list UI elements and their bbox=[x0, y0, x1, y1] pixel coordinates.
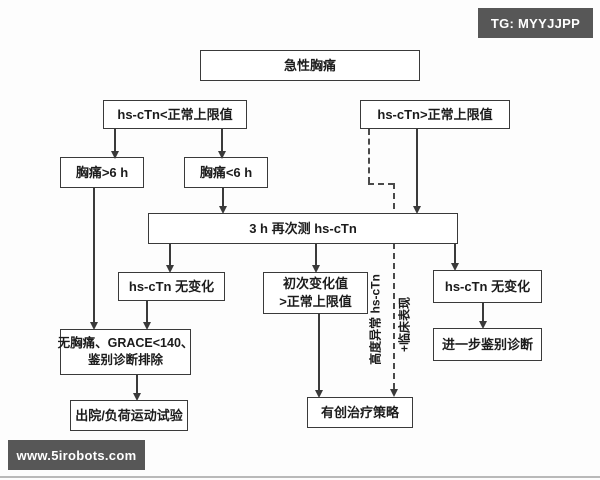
node-initial-change-line1: 初次变化值 bbox=[282, 276, 348, 292]
connector-retest-to-nochange-left bbox=[165, 244, 174, 273]
bottom-divider-line bbox=[0, 476, 600, 478]
node-pain-over-6h-label: 胸痛>6 h bbox=[75, 164, 129, 180]
connector-belowlimit-to-painlt6h bbox=[217, 129, 226, 159]
connector-retest-to-initialchange bbox=[311, 244, 320, 273]
node-hsctn-below-limit-label: hs-cTn<正常上限值 bbox=[117, 106, 233, 122]
node-pain-under-6h-label: 胸痛<6 h bbox=[199, 164, 253, 180]
edge-label-highly-abnormal: 高度异常 hs-cTn bbox=[367, 274, 384, 366]
connector-nochangeright-to-further bbox=[478, 303, 487, 329]
website-watermark-text: www.5irobots.com bbox=[16, 447, 137, 463]
connector-nochangeleft-to-grace bbox=[142, 301, 151, 330]
node-invasive-strategy: 有创治疗策略 bbox=[307, 397, 413, 428]
edge-label-clinical-signs-text: +临床表现 bbox=[397, 297, 412, 353]
node-invasive-strategy-label: 有创治疗策略 bbox=[320, 404, 399, 420]
connector-abovelimit-to-retest bbox=[412, 129, 421, 214]
node-grace-criteria: 无胸痛、GRACE<140、 鉴别诊断排除 bbox=[57, 329, 194, 375]
node-no-change-left: hs-cTn 无变化 bbox=[118, 272, 225, 301]
node-hsctn-above-limit: hs-cTn>正常上限值 bbox=[360, 100, 510, 129]
node-retest-3h-label: 3 h 再次测 hs-cTn bbox=[249, 220, 357, 236]
node-hsctn-below-limit: hs-cTn<正常上限值 bbox=[103, 100, 247, 129]
node-hsctn-above-limit-label: hs-cTn>正常上限值 bbox=[377, 106, 493, 122]
node-initial-change-line2: >正常上限值 bbox=[279, 294, 352, 309]
node-further-differential: 进一步鉴别诊断 bbox=[433, 328, 542, 361]
dashed-connector-horizontal-jog bbox=[368, 183, 394, 185]
dashed-connector-vertical-upper bbox=[368, 129, 370, 183]
connector-initialchange-to-invasive bbox=[314, 314, 323, 398]
node-no-change-right-label: hs-cTn 无变化 bbox=[444, 278, 531, 294]
connector-belowlimit-to-paingt6h bbox=[110, 129, 119, 159]
telegram-watermark-badge: TG: MYYJJPP bbox=[478, 8, 593, 38]
node-further-differential-label: 进一步鉴别诊断 bbox=[441, 336, 533, 352]
node-grace-criteria-line1: 无胸痛、GRACE<140、 bbox=[57, 336, 194, 351]
connector-retest-to-nochange-right bbox=[450, 244, 459, 271]
edge-label-highly-abnormal-text: 高度异常 hs-cTn bbox=[368, 274, 383, 365]
node-acute-chest-pain-label: 急性胸痛 bbox=[283, 57, 336, 73]
node-discharge-stress-test: 出院/负荷运动试验 bbox=[70, 400, 188, 431]
edge-label-clinical-signs: +临床表现 bbox=[396, 292, 413, 358]
node-acute-chest-pain: 急性胸痛 bbox=[200, 50, 420, 81]
node-no-change-left-label: hs-cTn 无变化 bbox=[128, 278, 215, 294]
dashed-connector-vertical-lower bbox=[389, 183, 398, 397]
node-pain-under-6h: 胸痛<6 h bbox=[184, 157, 268, 188]
connector-painlt6h-to-retest bbox=[218, 188, 227, 214]
node-grace-criteria-line2: 鉴别诊断排除 bbox=[87, 353, 163, 367]
node-initial-change: 初次变化值 >正常上限值 bbox=[263, 272, 368, 314]
node-no-change-right: hs-cTn 无变化 bbox=[433, 270, 542, 303]
website-watermark-badge: www.5irobots.com bbox=[8, 440, 145, 470]
node-pain-over-6h: 胸痛>6 h bbox=[60, 157, 144, 188]
node-discharge-stress-test-label: 出院/负荷运动试验 bbox=[75, 407, 183, 423]
connector-paingt6h-to-grace bbox=[89, 188, 98, 330]
connector-grace-to-discharge bbox=[132, 375, 141, 401]
node-retest-3h: 3 h 再次测 hs-cTn bbox=[148, 213, 458, 244]
telegram-watermark-text: TG: MYYJJPP bbox=[490, 15, 581, 31]
